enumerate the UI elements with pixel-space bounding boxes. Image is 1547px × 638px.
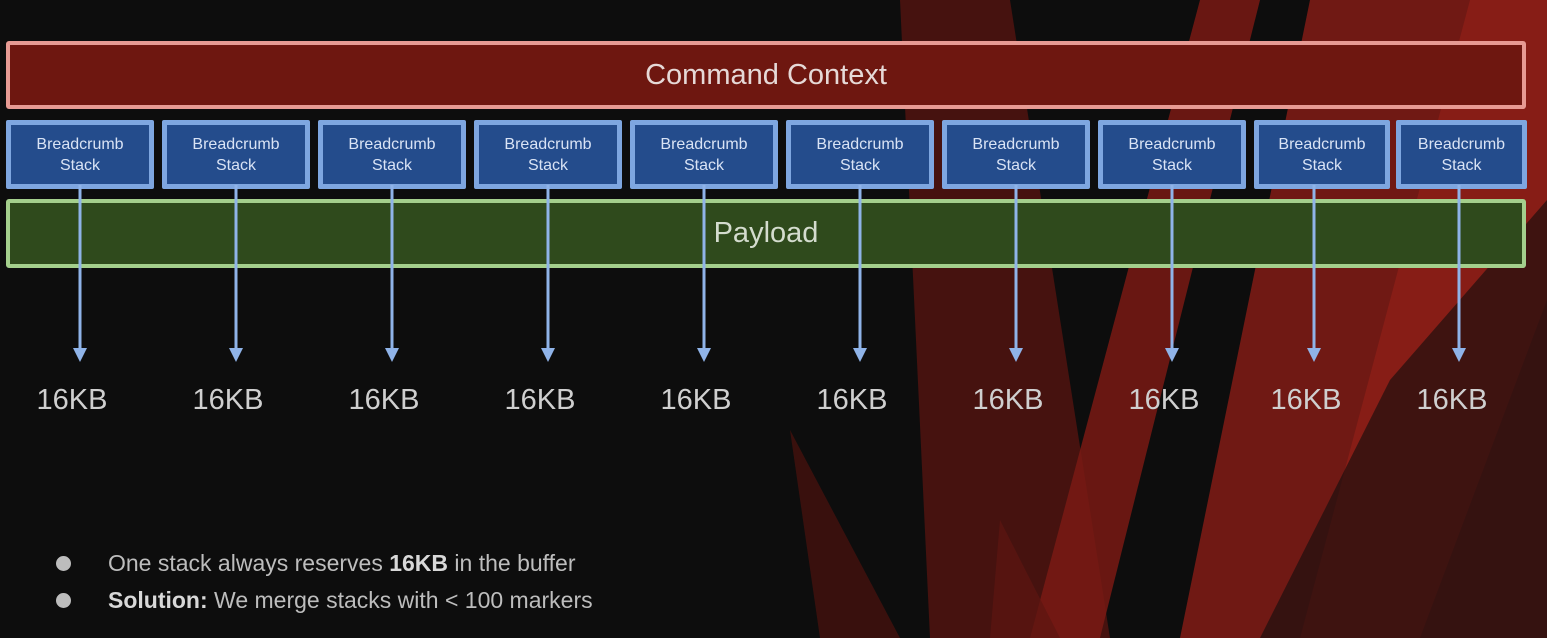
bullet-list: One stack always reserves 16KB in the bu… [56,545,593,619]
payload-label: Payload [713,217,819,249]
breadcrumb-stack-label: Breadcrumb [972,135,1060,153]
size-label: 16KB [192,384,264,416]
bullet-item: One stack always reserves 16KB in the bu… [56,545,593,582]
bullet-dot-icon [56,593,71,608]
breadcrumb-stack-label: Breadcrumb [1128,135,1216,153]
command-context-label: Command Context [645,59,887,91]
size-label: 16KB [504,384,576,416]
breadcrumb-stack-label: Breadcrumb [1278,135,1366,153]
size-label: 16KB [1416,384,1488,416]
size-label: 16KB [1270,384,1342,416]
bullet-text: One stack always reserves 16KB in the bu… [108,550,576,576]
breadcrumb-stack-label: Breadcrumb [660,135,748,153]
breadcrumb-stack-label: Stack [59,156,100,174]
breadcrumb-stack-label: Stack [371,156,412,174]
command-context-box: Command Context [6,41,1526,109]
size-label: 16KB [36,384,108,416]
breadcrumb-stack-label: Breadcrumb [348,135,436,153]
breadcrumb-stack-label: Breadcrumb [192,135,280,153]
breadcrumb-stack-label: Stack [683,156,724,174]
breadcrumb-stack-label: Stack [995,156,1036,174]
breadcrumb-stack-label: Stack [839,156,880,174]
breadcrumb-stack-label: Stack [1151,156,1192,174]
payload-box: Payload [6,199,1526,268]
breadcrumb-stack-label: Breadcrumb [816,135,904,153]
breadcrumb-stack-label: Stack [527,156,568,174]
breadcrumb-stack-label: Stack [215,156,256,174]
size-label: 16KB [660,384,732,416]
bullet-text: Solution: We merge stacks with < 100 mar… [108,587,593,613]
breadcrumb-stack-label: Breadcrumb [504,135,592,153]
breadcrumb-stack-label: Stack [1441,156,1482,174]
bullet-dot-icon [56,556,71,571]
size-label: 16KB [348,384,420,416]
size-label: 16KB [1128,384,1200,416]
size-label: 16KB [816,384,888,416]
size-label: 16KB [972,384,1044,416]
breadcrumb-stack-label: Breadcrumb [36,135,124,153]
breadcrumb-stack-label: Breadcrumb [1417,135,1506,153]
bullet-item: Solution: We merge stacks with < 100 mar… [56,582,593,619]
breadcrumb-stack-label: Stack [1301,156,1342,174]
